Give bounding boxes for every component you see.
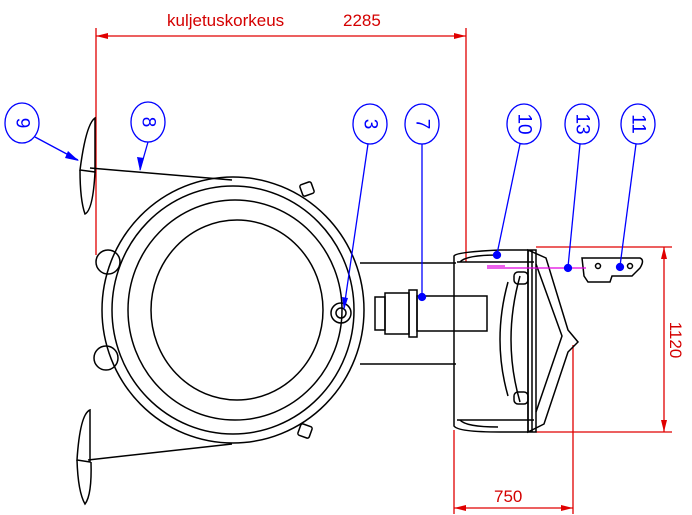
balloon-10-label: 10: [514, 113, 535, 134]
balloon-13-label: 13: [572, 113, 593, 134]
balloon-11: [615, 103, 656, 272]
balloon-9-label: 9: [12, 118, 33, 129]
balloon-10: [492, 103, 542, 260]
balloon-3: [342, 103, 388, 310]
dimension-bottom-value: 750: [494, 487, 522, 506]
balloon-7: [404, 103, 440, 302]
dimension-right: [536, 246, 672, 433]
dimension-top-value: 2285: [343, 11, 381, 30]
machine-outline: [76, 116, 644, 506]
balloon-8-label: 8: [138, 117, 159, 128]
balloon-13: [563, 103, 600, 273]
dimension-top-label: kuljetuskorkeus: [167, 11, 284, 30]
dimension-top: [95, 28, 467, 262]
balloon-7-label: 7: [412, 119, 433, 130]
balloon-8: [130, 101, 166, 171]
balloon-11-label: 11: [628, 114, 649, 134]
dimension-right-value: 1120: [666, 322, 685, 359]
balloon-3-label: 3: [360, 119, 381, 130]
balloon-9: [4, 102, 79, 161]
dimension-bottom: [453, 345, 574, 514]
